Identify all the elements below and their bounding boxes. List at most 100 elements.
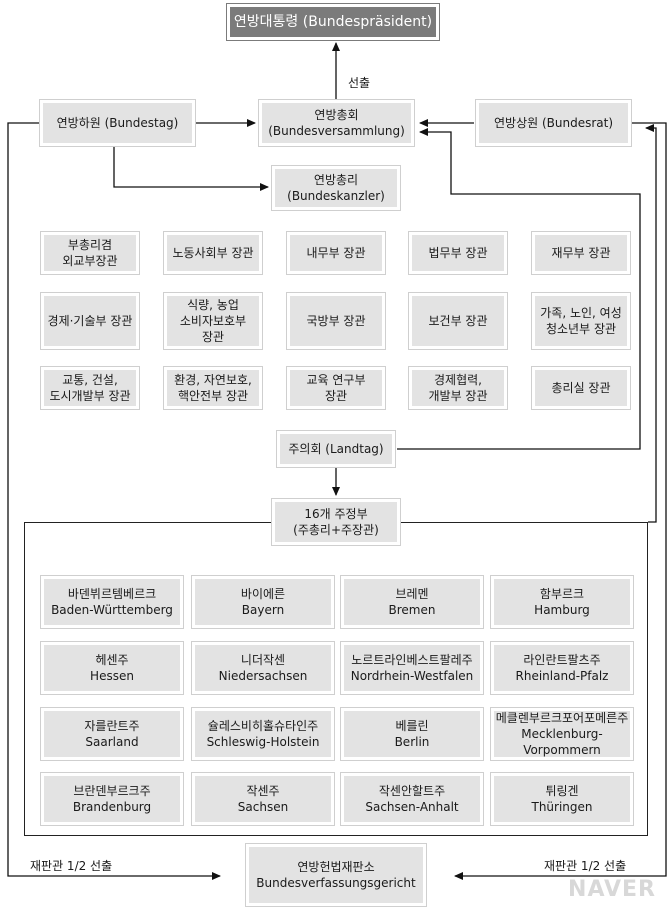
minister-label: 청소년부 장관 [545, 322, 617, 336]
state-ko-label: 작센주 [246, 783, 280, 798]
minister-label: 경제·기술부 장관 [47, 313, 133, 328]
landtag-label: 주의회 (Landtag) [288, 441, 384, 456]
landtag-box: 주의회 (Landtag) [276, 430, 396, 468]
state-gov-line1: 16개 주정부 [304, 506, 368, 521]
minister-box: 경제협력,개발부 장관 [408, 366, 508, 410]
minister-label: 노동사회부 장관 [172, 245, 254, 260]
assembly-de-label: (Bundesversammlung) [268, 124, 405, 138]
judge-left-label: 재판관 1/2 선출 [30, 859, 113, 873]
minister-box: 재무부 장관 [531, 231, 631, 275]
state-ko-label: 튀링겐 [545, 783, 579, 798]
state-box: 자를란트주 Saarland [40, 707, 184, 761]
state-ko-label: 라인란트팔츠주 [523, 652, 601, 667]
chancellor-box: 연방총리 (Bundeskanzler) [271, 165, 401, 211]
state-ko-label: 슐레스비히홀슈타인주 [207, 718, 319, 733]
state-ko-label: 니더작센 [240, 652, 286, 667]
minister-label: 환경, 자연보호, [174, 372, 252, 387]
minister-label: 외교부장관 [62, 254, 118, 268]
bundesrat-box: 연방상원 (Bundesrat) [475, 99, 632, 147]
states-bundesrat-arrow [645, 124, 657, 523]
state-box: 함부르크 Hamburg [490, 575, 634, 629]
state-box: 바덴뷔르템베르크 Baden-Württemberg [40, 575, 184, 629]
state-de-label: Hamburg [534, 603, 590, 617]
state-de-label: Mecklenburg-Vorpommern [521, 726, 603, 758]
state-de-label: Sachsen-Anhalt [365, 800, 459, 814]
minister-label: 가족, 노인, 여성 [540, 305, 622, 320]
president-box: 연방대통령 (Bundespräsident) [226, 3, 440, 41]
state-ko-label: 노르트라인베스트팔레주 [351, 652, 473, 667]
judge-right-arrow [454, 122, 667, 880]
bundestag-box: 연방하원 (Bundestag) [39, 99, 196, 147]
chancellor-ko-label: 연방총리 [313, 172, 359, 187]
state-box: 작센주 Sachsen [191, 772, 335, 826]
minister-box: 법무부 장관 [408, 231, 508, 275]
state-ko-label: 브란덴부르크주 [73, 783, 151, 798]
minister-label: 부총리겸 [67, 237, 113, 252]
judge-left-arrow [7, 122, 221, 880]
bundestag-chancellor-arrow [113, 146, 269, 191]
minister-label: 장관 [201, 330, 225, 345]
state-de-label: Nordrhein-Westfalen [350, 669, 474, 683]
state-de-label: Saarland [85, 735, 139, 749]
assembly-ko-label: 연방총회 [314, 107, 359, 122]
minister-label: 교육 연구부 [306, 372, 366, 387]
minister-label: 내무부 장관 [306, 245, 366, 260]
minister-label: 식량, 농업 [187, 297, 239, 312]
chancellor-de-label: (Bundeskanzler) [287, 189, 385, 203]
court-box: 연방헌법재판소 Bundesverfassungsgericht [245, 843, 427, 907]
court-de-label: Bundesverfassungsgericht [256, 876, 416, 890]
minister-box: 보건부 장관 [408, 292, 508, 350]
minister-label: 장관 [324, 389, 348, 403]
minister-label: 보건부 장관 [428, 313, 488, 328]
state-box: 노르트라인베스트팔레주 Nordrhein-Westfalen [340, 641, 484, 695]
elect-label: 선출 [348, 76, 371, 90]
state-box: 브란덴부르크주 Brandenburg [40, 772, 184, 826]
state-ko-label: 자를란트주 [84, 718, 140, 733]
minister-label: 법무부 장관 [428, 245, 488, 260]
state-de-label: Bremen [388, 603, 436, 617]
state-box: 작센안할트주 Sachsen-Anhalt [340, 772, 484, 826]
bundesrat-label: 연방상원 (Bundesrat) [493, 115, 614, 130]
minister-label: 재무부 장관 [551, 245, 611, 260]
state-de-label: Schleswig-Holstein [206, 735, 320, 749]
minister-box: 노동사회부 장관 [163, 231, 263, 275]
landtag-assembly-arrow [397, 128, 641, 450]
minister-box: 교통, 건설,도시개발부 장관 [40, 366, 140, 410]
minister-box: 경제·기술부 장관 [40, 292, 140, 350]
assembly-box: 연방총회 (Bundesversammlung) [258, 99, 415, 147]
bundestag-label: 연방하원 (Bundestag) [56, 115, 179, 130]
minister-label: 도시개발부 장관 [49, 389, 131, 403]
minister-label: 국방부 장관 [306, 313, 366, 328]
minister-box: 총리실 장관 [531, 366, 631, 410]
state-de-label: Brandenburg [72, 800, 152, 814]
state-box: 니더작센 Niedersachsen [191, 641, 335, 695]
minister-label: 총리실 장관 [551, 380, 611, 395]
state-box: 슐레스비히홀슈타인주 Schleswig-Holstein [191, 707, 335, 761]
state-ko-label: 브레멘 [395, 586, 429, 601]
minister-box: 내무부 장관 [286, 231, 386, 275]
state-government-box: 16개 주정부 (주총리+주장관) [271, 498, 401, 546]
state-box: 브레멘 Bremen [340, 575, 484, 629]
state-ko-label: 바이에른 [240, 586, 286, 601]
judge-right-label: 재판관 1/2 선출 [544, 859, 627, 873]
state-ko-label: 바덴뷔르템베르크 [67, 586, 157, 601]
court-ko-label: 연방헌법재판소 [297, 859, 375, 874]
minister-label: 소비자보호부 [179, 313, 247, 328]
state-ko-label: 헤센주 [95, 652, 129, 667]
state-ko-label: 함부르크 [539, 586, 585, 601]
state-ko-label: 작센안할트주 [378, 783, 446, 798]
state-ko-label: 메클렌부르크포어포메른주 [495, 710, 629, 725]
state-de-label: Niedersachsen [218, 669, 308, 683]
state-de-label: Sachsen [237, 800, 289, 814]
minister-label: 경제협력, [434, 372, 482, 387]
state-de-label: Baden-Württemberg [51, 603, 173, 617]
state-gov-line2: (주총리+주장관) [293, 523, 379, 537]
